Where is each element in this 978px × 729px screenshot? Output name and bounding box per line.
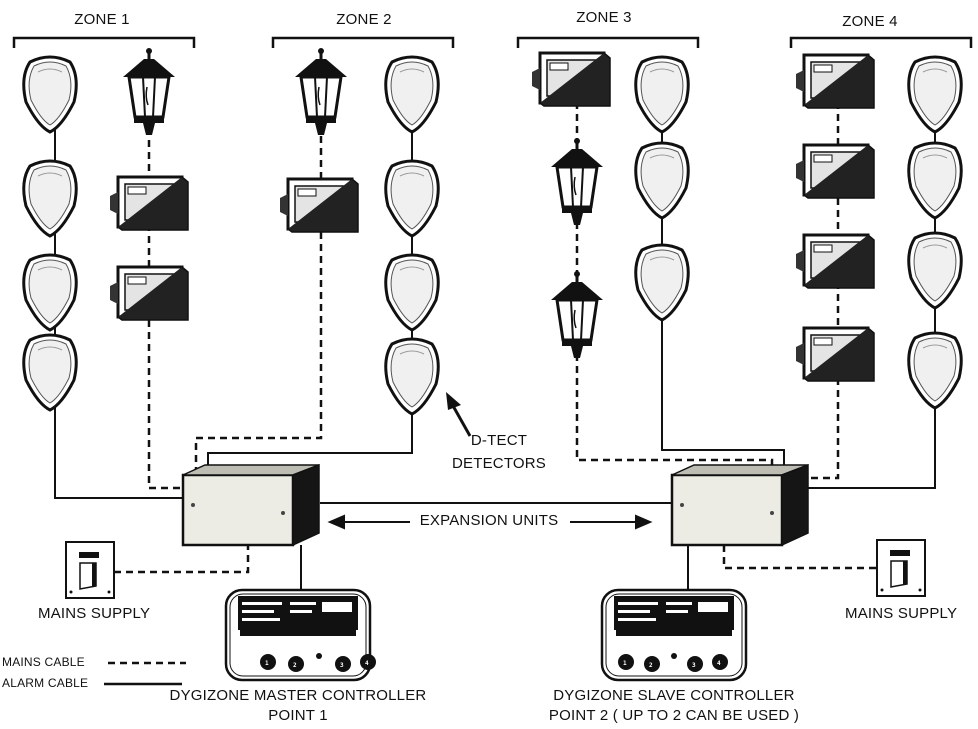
pir-detector — [384, 337, 440, 416]
floodlight — [794, 326, 876, 383]
pir-detector — [907, 331, 963, 410]
zone-1-bracket — [12, 36, 196, 48]
pir-detector — [907, 231, 963, 310]
detectors-label-line-2: DETECTORS — [451, 455, 547, 472]
expansion-units-label: EXPANSION UNITS — [419, 512, 559, 529]
pir-detector — [384, 159, 440, 238]
pir-detector — [634, 243, 690, 322]
legend-alarm-cable-label: ALARM CABLE — [2, 676, 89, 690]
floodlight — [108, 265, 190, 322]
floodlight — [278, 177, 360, 234]
legend-samples — [104, 661, 186, 686]
zone-3-devices — [530, 51, 690, 360]
legend-mains-cable-label: MAINS CABLE — [2, 655, 85, 669]
slave-controller-label-line-1: DYGIZONE SLAVE CONTROLLER — [553, 687, 795, 704]
zone-3-bracket — [516, 36, 700, 48]
zone-1-devices — [22, 46, 190, 412]
slave-controller: 1 2 3 4 — [600, 588, 748, 682]
pir-detector — [22, 333, 78, 412]
slave-controller-label-line-2: POINT 2 ( UP TO 2 CAN BE USED ) — [548, 707, 800, 724]
master-expansion-unit — [181, 463, 321, 547]
zone-brackets — [12, 36, 973, 48]
detector-pointer-arrow — [446, 392, 472, 437]
pir-detector — [907, 55, 963, 134]
slave-expansion-unit — [670, 463, 810, 547]
zone-2-bracket — [271, 36, 455, 48]
mains-switch-right — [876, 539, 926, 597]
zone-3-label: ZONE 3 — [576, 9, 632, 26]
pir-detector — [384, 55, 440, 134]
button-1-label: 1 — [623, 660, 627, 667]
pir-detector — [22, 159, 78, 238]
button-1-label: 1 — [265, 660, 269, 667]
mains-switch-left — [65, 541, 115, 599]
lantern-light — [121, 46, 177, 137]
pir-detector — [907, 141, 963, 220]
floodlight — [108, 175, 190, 232]
expansion-arrows — [327, 514, 653, 530]
floodlight — [530, 51, 612, 108]
pir-detector — [634, 55, 690, 134]
floodlight — [794, 143, 876, 200]
zone-2-label: ZONE 2 — [336, 11, 392, 28]
button-3-label: 3 — [692, 662, 696, 669]
zone-1-label: ZONE 1 — [74, 11, 130, 28]
button-4-label: 4 — [365, 660, 369, 667]
controller-buttons — [618, 653, 728, 672]
lantern-light — [549, 269, 605, 360]
lantern-light — [293, 46, 349, 137]
button-2-label: 2 — [649, 662, 653, 669]
zone-4-devices — [794, 53, 963, 410]
button-4-label: 4 — [717, 660, 721, 667]
zone-4-label: ZONE 4 — [842, 13, 898, 30]
zone-2-devices — [278, 46, 440, 416]
master-controller: 1 2 3 4 — [224, 588, 376, 682]
controller-buttons — [260, 653, 376, 672]
master-controller-label-line-1: DYGIZONE MASTER CONTROLLER — [169, 687, 427, 704]
detectors-label-line-1: D-TECT — [470, 432, 528, 449]
button-2-label: 2 — [293, 662, 297, 669]
button-3-label: 3 — [340, 662, 344, 669]
pir-detector — [634, 141, 690, 220]
floodlight — [794, 233, 876, 290]
master-controller-label-line-2: POINT 1 — [268, 707, 328, 724]
mains-supply-left-label: MAINS SUPPLY — [38, 605, 151, 622]
lantern-light — [549, 136, 605, 227]
mains-supply-right-label: MAINS SUPPLY — [845, 605, 958, 622]
pir-detector — [22, 253, 78, 332]
zone-4-bracket — [789, 36, 973, 48]
pir-detector — [22, 55, 78, 134]
pir-detector — [384, 253, 440, 332]
floodlight — [794, 53, 876, 110]
